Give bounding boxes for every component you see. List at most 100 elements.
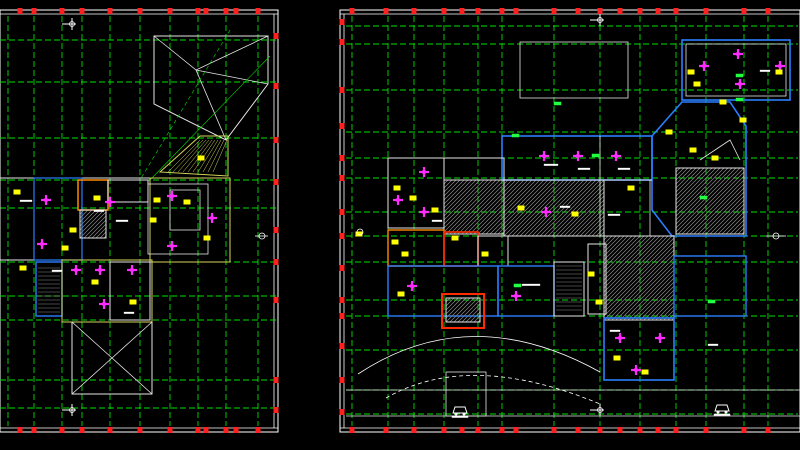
magenta-fixture-icon — [511, 291, 521, 301]
grid-end-marker-bottom — [17, 427, 23, 433]
fixture-center — [169, 243, 175, 249]
grid-end-marker-top — [59, 8, 65, 14]
red-highlight-entry — [441, 293, 485, 329]
hatch-line — [539, 180, 597, 236]
hatch-line — [461, 191, 504, 234]
grid-end-marker-top — [233, 8, 239, 14]
hatch-line — [676, 168, 737, 229]
hatch-line — [697, 187, 744, 234]
magenta-fixture-icon — [127, 265, 137, 275]
grid-end-marker-bottom — [637, 427, 643, 433]
grid-end-marker-top — [765, 8, 771, 14]
car-base — [451, 415, 469, 418]
hatch-line — [504, 180, 533, 209]
blue-room-southeast — [673, 255, 747, 317]
grid-end-marker-left — [339, 233, 345, 239]
fixture-center — [107, 199, 113, 205]
room-tag — [739, 117, 747, 123]
car-wheel — [724, 410, 728, 414]
grid-end-marker-bottom — [673, 427, 679, 433]
fixture-center — [617, 335, 623, 341]
grid-end-marker-left — [339, 39, 345, 45]
fixture-center — [409, 283, 415, 289]
grid-end-marker-top — [513, 8, 519, 14]
grid-end-marker-bottom — [575, 427, 581, 433]
grid-end-marker-bottom — [223, 427, 229, 433]
hatch-line — [705, 195, 744, 234]
hatch-line — [627, 273, 674, 320]
hatch-line — [607, 253, 674, 320]
magenta-fixture-icon — [207, 213, 217, 223]
hatch-line — [444, 180, 485, 221]
roof-hatch — [212, 139, 228, 173]
grid-end-marker-right — [273, 227, 279, 233]
grid-end-marker-bottom — [383, 427, 389, 433]
grid-end-marker-bottom — [411, 427, 417, 433]
roof-hatch — [202, 139, 222, 173]
hatch-line — [80, 210, 97, 227]
hatch-line — [504, 180, 517, 193]
hatch-line — [519, 180, 577, 236]
hatch-line — [504, 180, 521, 197]
grid-end-marker-bottom — [551, 427, 557, 433]
grid-end-marker-top — [459, 8, 465, 14]
room-text-label — [19, 199, 33, 202]
hatch-line — [446, 298, 459, 311]
room-outline — [109, 261, 151, 321]
magenta-fixture-icon — [167, 191, 177, 201]
grid-end-marker-bottom — [703, 427, 709, 433]
hatch-line — [676, 168, 721, 213]
grid-end-marker-left — [339, 265, 345, 271]
hatch-line — [604, 249, 674, 320]
hatch-line — [473, 203, 504, 234]
hatch-line — [444, 180, 473, 209]
room-tag — [391, 239, 399, 245]
north-arrow-icon — [62, 18, 76, 30]
hatch-line — [604, 236, 629, 261]
diagonal-guide — [139, 29, 231, 181]
hatch-line — [604, 236, 625, 257]
hatch-line — [729, 219, 744, 234]
grid-end-marker-bottom — [233, 427, 239, 433]
grid-end-marker-bottom — [255, 427, 261, 433]
hatch-line — [676, 168, 725, 217]
magenta-fixture-icon — [37, 239, 47, 249]
grid-end-marker-left — [339, 313, 345, 319]
hatch-line — [701, 191, 744, 234]
hatch-line — [504, 180, 557, 233]
hatch-line — [591, 223, 604, 236]
north-arrow-circle — [597, 407, 603, 413]
wall-detail — [699, 139, 741, 161]
hatch-line — [80, 211, 106, 238]
grid-end-marker-left — [339, 209, 345, 215]
hatch-line — [579, 211, 604, 236]
car-icon — [713, 404, 731, 416]
roof-hip — [195, 35, 269, 71]
hatch-line — [676, 168, 693, 185]
grid-end-marker-bottom — [459, 427, 465, 433]
room-tag — [627, 185, 635, 191]
grid-end-marker-left — [339, 87, 345, 93]
grid-end-marker-top — [167, 8, 173, 14]
stair-hatch — [79, 209, 107, 239]
hatch-line — [604, 236, 669, 301]
car-body — [452, 406, 468, 414]
hatch-line — [615, 261, 674, 320]
hatch-line — [461, 303, 480, 322]
magenta-fixture-icon — [733, 49, 743, 59]
hatch-line — [535, 180, 593, 236]
left-floor-plan — [0, 8, 279, 433]
lower-roof-hip — [71, 357, 113, 395]
green-tag — [513, 283, 522, 288]
axis-bubble-icon — [356, 228, 364, 236]
hatch-line — [676, 168, 701, 193]
room-tag — [19, 265, 27, 271]
hatch-line — [623, 269, 674, 320]
room-outline — [387, 157, 445, 229]
grid-end-marker-top — [383, 8, 389, 14]
grid-end-marker-top — [203, 8, 209, 14]
green-tag — [735, 73, 744, 78]
hatch-line — [725, 215, 744, 234]
hatch-line — [504, 180, 529, 205]
